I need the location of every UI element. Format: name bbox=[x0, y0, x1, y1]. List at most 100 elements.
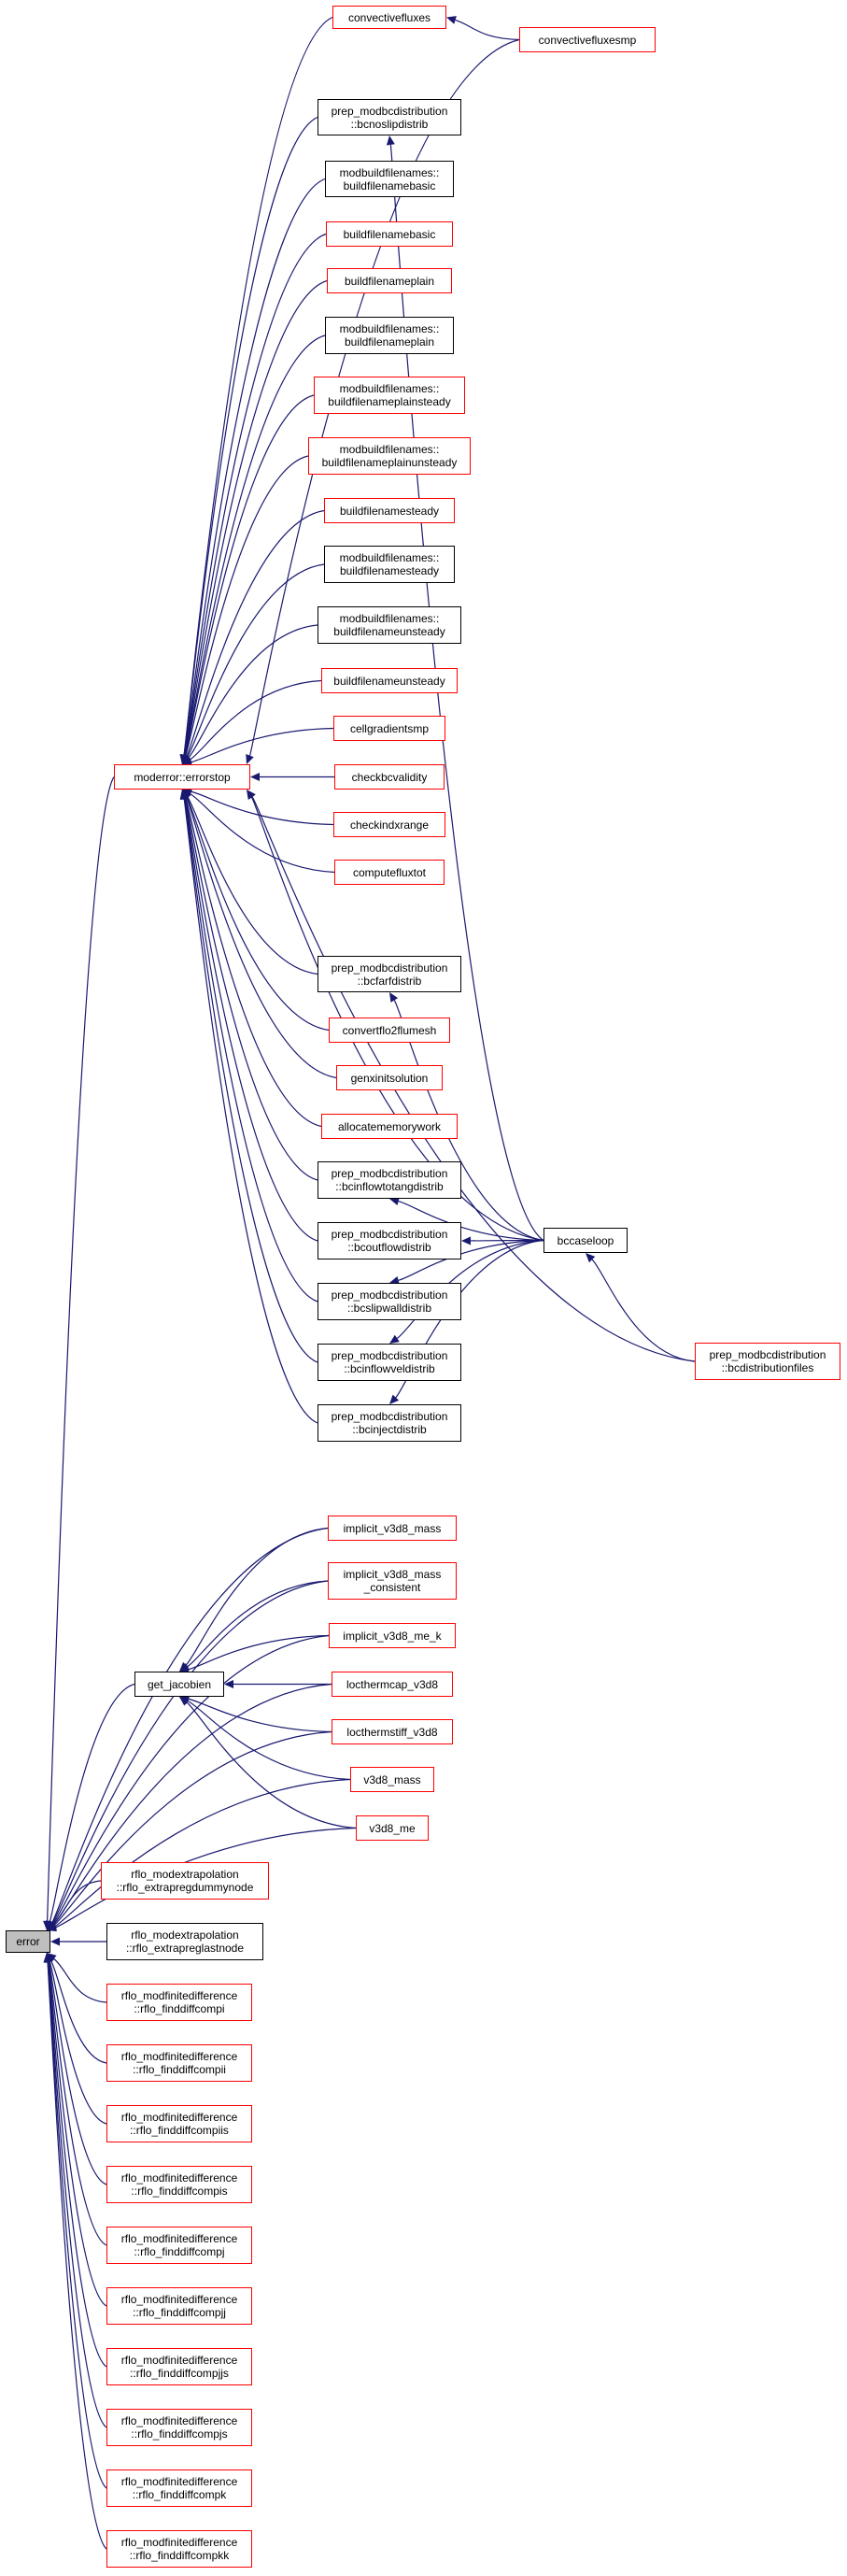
edge-v3d8_mass-to-get_jacobien bbox=[187, 1700, 351, 1781]
node-error[interactable]: error bbox=[6, 1930, 50, 1953]
node-locthermcap-v3d8[interactable]: locthermcap_v3d8 bbox=[332, 1672, 453, 1697]
node-buildfilenameplain[interactable]: buildfilenameplain bbox=[327, 268, 452, 293]
edge-bcinflowveldistrib-to-moderror_errorstop bbox=[183, 798, 318, 1363]
node-implicit-v3d8-mass-consistent[interactable]: implicit_v3d8_mass _consistent bbox=[328, 1562, 457, 1600]
node-v3d8-me[interactable]: v3d8_me bbox=[356, 1815, 429, 1841]
arrowhead-bcinjectdistrib-to-moderror_errorstop bbox=[179, 790, 189, 800]
node-checkbcvalidity[interactable]: checkbcvalidity bbox=[334, 764, 445, 790]
edge-mbf_buildfilenameplainsteady-to-moderror_errorstop bbox=[184, 394, 315, 756]
node-rflo-finddiffcompi[interactable]: rflo_modfinitedifference ::rflo_finddiff… bbox=[106, 1984, 252, 2021]
arrowhead-cellgradientsmp-to-moderror_errorstop bbox=[182, 758, 192, 767]
node-rflo-finddiffcompis[interactable]: rflo_modfinitedifference ::rflo_finddiff… bbox=[106, 2166, 252, 2203]
edge-implicit_v3d8_mass_consistent-to-error bbox=[51, 1580, 329, 1924]
edge-bcdistributionfiles-to-moderror_errorstop bbox=[251, 796, 696, 1362]
arrowhead-bccaseloop-to-bcfarfdistrib bbox=[389, 992, 399, 1003]
edge-cellgradientsmp-to-moderror_errorstop bbox=[191, 727, 334, 763]
edge-buildfilenamebasic-to-moderror_errorstop bbox=[184, 233, 327, 756]
edge-finddiffcompii-to-error bbox=[50, 1960, 107, 2064]
arrowhead-extrapregdummynode-to-error bbox=[47, 1920, 57, 1930]
node-bccaseloop[interactable]: bccaseloop bbox=[543, 1228, 628, 1253]
edge-bcdistributionfiles-to-bccaseloop bbox=[591, 1259, 696, 1362]
node-modbuildfilenames-buildfilenameplain[interactable]: modbuildfilenames:: buildfilenameplain bbox=[325, 317, 454, 354]
edge-implicit_v3d8_mass_consistent-to-get_jacobien bbox=[187, 1580, 329, 1668]
edge-bcinflowtotangdistrib-to-moderror_errorstop bbox=[184, 798, 318, 1181]
edge-bccaseloop-to-moderror_errorstop bbox=[250, 797, 544, 1242]
node-allocatememorywork[interactable]: allocatememorywork bbox=[321, 1114, 458, 1139]
arrowhead-bccaseloop-to-bcinflowveldistrib bbox=[389, 1334, 400, 1344]
node-cellgradientsmp[interactable]: cellgradientsmp bbox=[333, 716, 445, 741]
edge-buildfilenameplain-to-moderror_errorstop bbox=[184, 279, 328, 756]
node-modbuildfilenames-buildfilenameunsteady[interactable]: modbuildfilenames:: buildfilenameunstead… bbox=[318, 606, 461, 644]
node-modbuildfilenames-buildfilenamebasic[interactable]: modbuildfilenames:: buildfilenamebasic bbox=[325, 161, 454, 197]
node-locthermstiff-v3d8[interactable]: locthermstiff_v3d8 bbox=[332, 1719, 453, 1744]
node-bcoutflowdistrib[interactable]: prep_modbcdistribution ::bcoutflowdistri… bbox=[318, 1222, 461, 1260]
edge-bccaseloop-to-bcinflowtotangdistrib bbox=[398, 1201, 544, 1242]
arrowhead-bccaseloop-to-bcinflowtotangdistrib bbox=[389, 1197, 400, 1205]
node-implicit-v3d8-me-k[interactable]: implicit_v3d8_me_k bbox=[329, 1623, 456, 1648]
node-modbuildfilenames-buildfilenameplainunsteady[interactable]: modbuildfilenames:: buildfilenameplainun… bbox=[308, 437, 471, 475]
node-modbuildfilenames-buildfilenameplainsteady[interactable]: modbuildfilenames:: buildfilenameplainst… bbox=[314, 377, 465, 414]
edge-mbf_buildfilenamesteady-to-moderror_errorstop bbox=[187, 563, 325, 758]
arrowhead-checkbcvalidity-to-moderror_errorstop bbox=[250, 773, 260, 781]
edge-implicit_v3d8_me_k-to-error bbox=[52, 1634, 330, 1925]
node-rflo-finddiffcompkk[interactable]: rflo_modfinitedifference ::rflo_finddiff… bbox=[106, 2530, 252, 2568]
edge-moderror_errorstop-to-error bbox=[46, 776, 115, 1922]
node-convertflo2flumesh[interactable]: convertflo2flumesh bbox=[329, 1018, 450, 1043]
edge-buildfilenamesteady-to-moderror_errorstop bbox=[186, 509, 325, 757]
arrowhead-locthermcap_v3d8-to-get_jacobien bbox=[224, 1680, 233, 1688]
node-rflo-finddiffcompiis[interactable]: rflo_modfinitedifference ::rflo_finddiff… bbox=[106, 2105, 252, 2142]
node-moderror-errorstop[interactable]: moderror::errorstop bbox=[114, 764, 250, 790]
arrowhead-bccaseloop-to-bcoutflowdistrib bbox=[461, 1236, 472, 1245]
node-implicit-v3d8-mass[interactable]: implicit_v3d8_mass bbox=[328, 1516, 457, 1541]
node-genxinitsolution[interactable]: genxinitsolution bbox=[336, 1065, 443, 1090]
node-rflo-finddiffcompjjs[interactable]: rflo_modfinitedifference ::rflo_finddiff… bbox=[106, 2348, 252, 2385]
node-bcslipwalldistrib[interactable]: prep_modbcdistribution ::bcslipwalldistr… bbox=[318, 1283, 461, 1320]
edge-mbf_buildfilenameplainunsteady-to-moderror_errorstop bbox=[185, 455, 309, 756]
node-rflo-extrapregdummynode[interactable]: rflo_modextrapolation ::rflo_extrapregdu… bbox=[101, 1862, 269, 1900]
arrowhead-bccaseloop-to-bcslipwalldistrib bbox=[389, 1276, 400, 1285]
edge-implicit_v3d8_mass-to-error bbox=[51, 1527, 329, 1924]
edge-finddiffcompkk-to-error bbox=[47, 1961, 107, 2550]
edge-convectivefluxesmp-to-convectivefluxes bbox=[455, 19, 520, 41]
node-get-jacobien[interactable]: get_jacobien bbox=[134, 1672, 224, 1697]
node-bcinflowtotangdistrib[interactable]: prep_modbcdistribution ::bcinflowtotangd… bbox=[318, 1161, 461, 1199]
node-rflo-finddiffcompii[interactable]: rflo_modfinitedifference ::rflo_finddiff… bbox=[106, 2044, 252, 2082]
node-convectivefluxes[interactable]: convectivefluxes bbox=[332, 6, 446, 29]
edge-bcfarfdistrib-to-moderror_errorstop bbox=[187, 796, 318, 975]
arrowhead-convectivefluxesmp-to-moderror_errorstop bbox=[246, 754, 254, 764]
edge-allocatememorywork-to-moderror_errorstop bbox=[185, 798, 322, 1128]
arrowhead-bccaseloop-to-bcnoslipdistrib bbox=[386, 135, 395, 146]
node-modbuildfilenames-buildfilenamesteady[interactable]: modbuildfilenames:: buildfilenamesteady bbox=[324, 546, 455, 583]
edge-locthermstiff_v3d8-to-error bbox=[53, 1730, 332, 1926]
edge-mbf_buildfilenamebasic-to-moderror_errorstop bbox=[183, 178, 326, 756]
arrowhead-extrapreglastnode-to-error bbox=[50, 1937, 60, 1946]
arrowhead-v3d8_me-to-get_jacobien bbox=[179, 1697, 190, 1706]
edge-bcnoslipdistrib-to-moderror_errorstop bbox=[183, 116, 318, 756]
edge-finddiffcompjjs-to-error bbox=[47, 1961, 107, 2368]
edge-finddiffcompjj-to-error bbox=[48, 1961, 107, 2307]
node-bcdistributionfiles[interactable]: prep_modbcdistribution ::bcdistributionf… bbox=[695, 1343, 840, 1380]
node-rflo-finddiffcompk[interactable]: rflo_modfinitedifference ::rflo_finddiff… bbox=[106, 2469, 252, 2507]
edge-bcoutflowdistrib-to-moderror_errorstop bbox=[184, 798, 318, 1242]
node-buildfilenameunsteady[interactable]: buildfilenameunsteady bbox=[321, 668, 458, 693]
node-buildfilenamesteady[interactable]: buildfilenamesteady bbox=[324, 498, 455, 523]
node-rflo-finddiffcompj[interactable]: rflo_modfinitedifference ::rflo_finddiff… bbox=[106, 2227, 252, 2264]
node-buildfilenamebasic[interactable]: buildfilenamebasic bbox=[326, 221, 453, 247]
node-bcfarfdistrib[interactable]: prep_modbcdistribution ::bcfarfdistrib bbox=[318, 956, 461, 992]
edge-checkindxrange-to-moderror_errorstop bbox=[191, 790, 334, 826]
node-v3d8-mass[interactable]: v3d8_mass bbox=[350, 1767, 434, 1792]
node-bcinflowveldistrib[interactable]: prep_modbcdistribution ::bcinflowveldist… bbox=[318, 1344, 461, 1381]
edge-mbf_buildfilenameunsteady-to-moderror_errorstop bbox=[188, 624, 318, 759]
node-computefluxtot[interactable]: computefluxtot bbox=[334, 860, 445, 885]
node-rflo-extrapreglastnode[interactable]: rflo_modextrapolation ::rflo_extrapregla… bbox=[106, 1923, 263, 1960]
edge-get_jacobien-to-error bbox=[49, 1683, 135, 1922]
node-convectivefluxesmp[interactable]: convectivefluxesmp bbox=[519, 27, 656, 52]
node-bcnoslipdistrib[interactable]: prep_modbcdistribution ::bcnoslipdistrib bbox=[318, 99, 461, 135]
edge-finddiffcompis-to-error bbox=[48, 1961, 107, 2185]
edge-computefluxtot-to-moderror_errorstop bbox=[190, 793, 335, 874]
edge-v3d8_mass-to-error bbox=[54, 1778, 351, 1928]
node-bcinjectdistrib[interactable]: prep_modbcdistribution ::bcinjectdistrib bbox=[318, 1404, 461, 1442]
node-rflo-finddiffcompjj[interactable]: rflo_modfinitedifference ::rflo_finddiff… bbox=[106, 2287, 252, 2325]
node-rflo-finddiffcompjs[interactable]: rflo_modfinitedifference ::rflo_finddiff… bbox=[106, 2409, 252, 2446]
node-checkindxrange[interactable]: checkindxrange bbox=[333, 812, 445, 837]
